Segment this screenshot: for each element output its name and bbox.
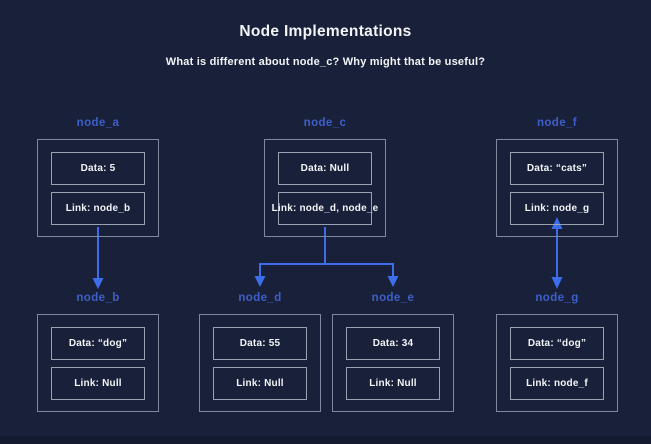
node-node_e: node_e Data: 34 Link: Null (332, 292, 454, 412)
node-box: Data: 5 Link: node_b (37, 139, 159, 237)
link-field: Link: Null (51, 366, 145, 400)
node-node_d: node_d Data: 55 Link: Null (199, 292, 321, 412)
data-field: Data: “cats” (510, 151, 604, 185)
node-box: Data: Null Link: node_d, node_e (264, 139, 386, 237)
node-label: node_g (535, 292, 579, 304)
node-node_g: node_g Data: “dog” Link: node_f (496, 292, 618, 412)
node-box: Data: 34 Link: Null (332, 314, 454, 412)
node-label: node_f (536, 117, 578, 129)
link-field: Link: node_f (510, 366, 604, 400)
node-box: Data: 55 Link: Null (199, 314, 321, 412)
arrowhead-down-icon (551, 277, 563, 289)
node-node_c: node_c Data: Null Link: node_d, node_e (264, 117, 386, 237)
data-field: Data: 5 (51, 151, 145, 185)
arrowhead-down-icon (92, 278, 104, 289)
node-box: Data: “dog” Link: node_f (496, 314, 618, 412)
data-field: Data: 55 (213, 326, 307, 360)
bottom-divider (0, 436, 651, 444)
node-label: node_e (371, 292, 415, 304)
data-field: Data: “dog” (510, 326, 604, 360)
node-node_a: node_a Data: 5 Link: node_b (37, 117, 159, 237)
node-box: Data: “cats” Link: node_g (496, 139, 618, 237)
link-field: Link: node_d, node_e (272, 191, 378, 225)
data-field: Data: 34 (346, 326, 440, 360)
arrowhead-down-icon (387, 276, 399, 287)
node-label: node_b (76, 292, 120, 304)
data-field: Data: “dog” (51, 326, 145, 360)
data-field: Data: Null (278, 151, 372, 185)
node-node_b: node_b Data: “dog” Link: Null (37, 292, 159, 412)
node-label: node_c (303, 117, 347, 129)
page-title: Node Implementations (239, 23, 412, 40)
link-field: Link: node_g (510, 191, 604, 225)
page-subtitle: What is different about node_c? Why migh… (165, 56, 486, 68)
arrowhead-down-icon (254, 276, 266, 287)
node-label: node_a (76, 117, 120, 129)
node-label: node_d (238, 292, 282, 304)
link-field: Link: Null (213, 366, 307, 400)
node-box: Data: “dog” Link: Null (37, 314, 159, 412)
node-node_f: node_f Data: “cats” Link: node_g (496, 117, 618, 237)
link-field: Link: Null (346, 366, 440, 400)
link-field: Link: node_b (51, 191, 145, 225)
